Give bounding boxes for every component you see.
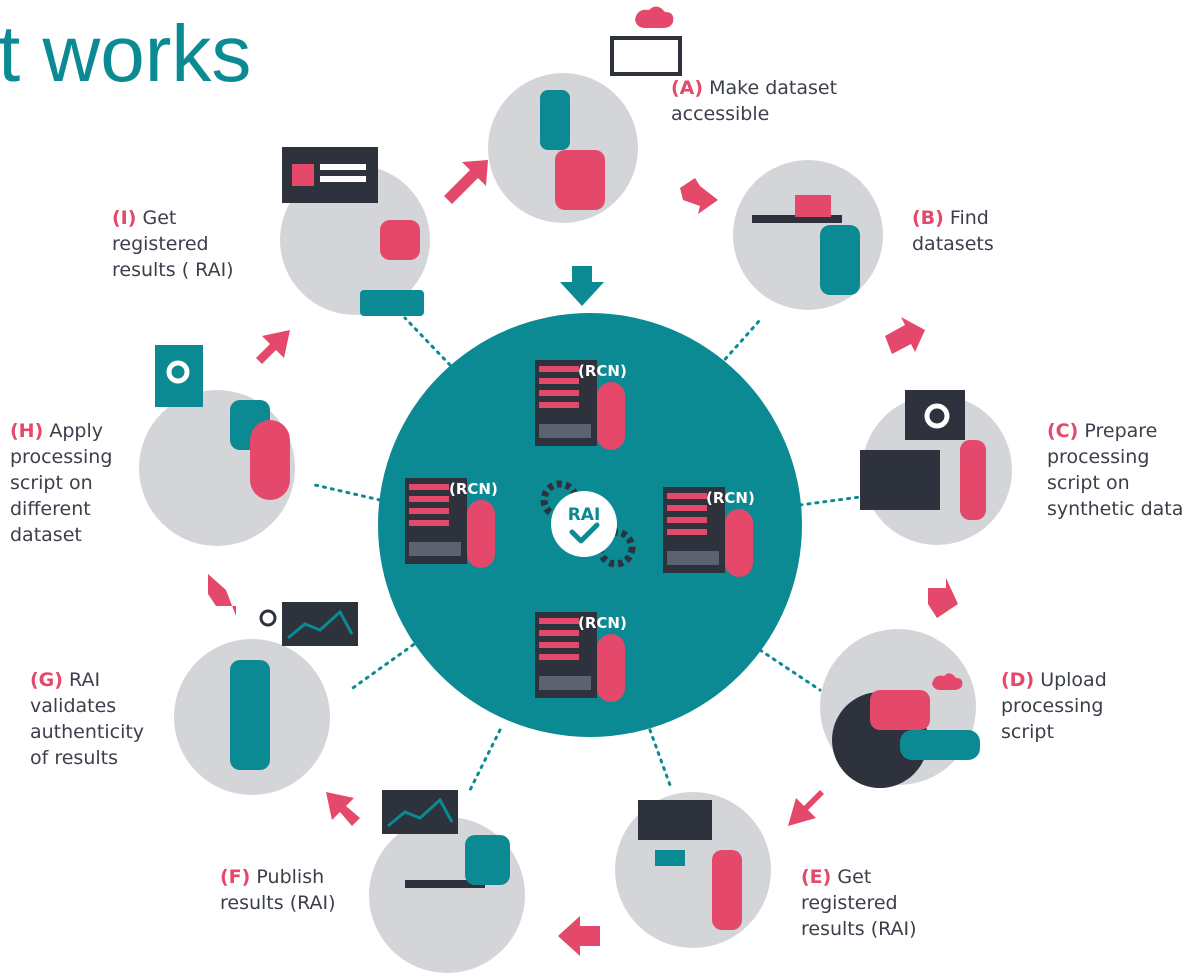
step-label-f: (F) Publish results (RAI) — [220, 866, 336, 914]
magnifier-icon — [259, 609, 277, 627]
arrow-h-to-i — [256, 330, 290, 364]
arrow-g-to-h — [208, 574, 236, 616]
page-title: t works — [0, 9, 252, 98]
gear-icon — [924, 403, 950, 429]
rcn-servers — [405, 360, 753, 702]
rcn-label-top: (RCN) — [578, 362, 627, 380]
laptop-icon — [610, 36, 682, 76]
rcn-server-bottom — [535, 612, 625, 702]
arrow-c-to-d — [928, 578, 958, 618]
step-label-i: (I) Get registered results ( RAI) — [112, 207, 234, 281]
step-label-b: (B) Find datasets — [912, 207, 994, 255]
step-label-h: (H) Apply processing script on different… — [10, 420, 113, 546]
rcn-server-left — [405, 478, 495, 568]
step-label-e: (E) Get registered results (RAI) — [801, 866, 917, 940]
flow-arrows — [208, 160, 958, 956]
down-arrow-icon — [560, 266, 604, 306]
rai-center-badge: RAI — [540, 480, 636, 568]
connectors — [313, 283, 862, 792]
gear-icon — [166, 360, 190, 384]
rcn-server-right — [663, 487, 753, 577]
step-label-a: (A) Make dataset accessible — [671, 77, 838, 125]
rcn-label-left: (RCN) — [449, 480, 498, 498]
rcn-label-bottom: (RCN) — [578, 614, 627, 632]
step-circle-b — [733, 160, 883, 310]
rai-badge-text: RAI — [568, 505, 601, 525]
step-label-g: (G) RAI validates authenticity of result… — [30, 669, 145, 769]
arrow-a-to-b — [680, 178, 718, 214]
arrow-i-to-a — [444, 160, 488, 204]
step-label-d: (D) Upload processing script — [1001, 669, 1107, 743]
cloud-upload-icon — [635, 6, 674, 28]
arrow-e-to-f — [558, 916, 600, 956]
illustrations — [155, 6, 986, 930]
rcn-server-top — [535, 360, 625, 450]
arrow-b-to-c — [885, 317, 925, 354]
cloud-upload-icon — [932, 673, 963, 690]
step-label-c: (C) Prepare processing script on synthet… — [1047, 420, 1184, 520]
rcn-label-right: (RCN) — [706, 489, 755, 507]
arrow-d-to-e — [788, 790, 824, 826]
checkmark-icon — [569, 522, 600, 544]
arrow-f-to-g — [326, 792, 360, 826]
